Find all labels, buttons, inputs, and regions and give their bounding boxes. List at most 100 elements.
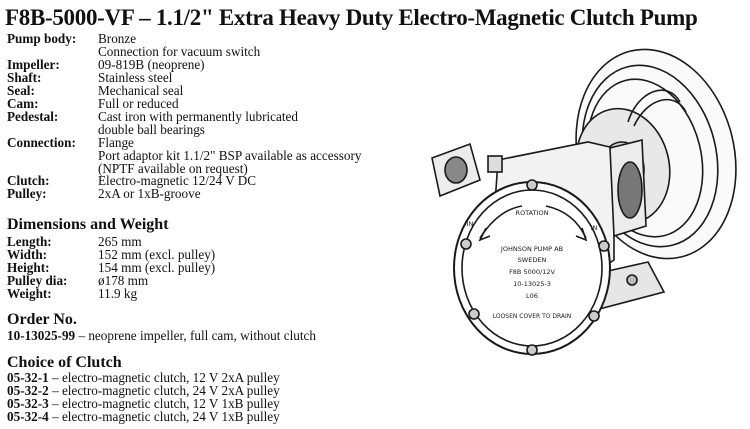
spec-values: Electro-magnetic 12/24 V DC bbox=[98, 173, 427, 189]
clutch-item: 05-32-1 – electro-magnetic clutch, 12 V … bbox=[7, 370, 280, 385]
spec-values: 09-819B (neoprene) bbox=[98, 56, 427, 72]
spec-label: Shaft: bbox=[7, 69, 42, 85]
port-opening-left bbox=[444, 156, 468, 184]
spec-row: Seal: Mechanical seal bbox=[7, 82, 427, 98]
dimension-label: Height: bbox=[7, 259, 50, 275]
clutch-code: 05-32-2 bbox=[7, 382, 49, 398]
clutch-description: – electro-magnetic clutch, 24 V 2xA pull… bbox=[48, 382, 280, 398]
spec-values: Mechanical seal bbox=[98, 82, 427, 98]
clutch-wire-2 bbox=[633, 98, 687, 127]
clutch-heading: Choice of Clutch bbox=[7, 354, 122, 371]
clutch-description: – electro-magnetic clutch, 24 V 1xB pull… bbox=[48, 408, 280, 424]
cover-screw bbox=[468, 308, 480, 320]
spec-row: Impeller: 09-819B (neoprene) bbox=[7, 56, 427, 72]
clutch-description: – electro-magnetic clutch, 12 V 2xA pull… bbox=[48, 370, 280, 385]
dimension-row: Pulley dia: ø178 mm bbox=[7, 272, 215, 288]
dimensions-heading: Dimensions and Weight bbox=[7, 216, 169, 233]
dimensions-list: Length: 265 mm Width: 152 mm (excl. pulley)… bbox=[7, 234, 216, 301]
clutch-description: – electro-magnetic clutch, 12 V 1xB pull… bbox=[48, 395, 280, 411]
plate-in-right: IN bbox=[591, 224, 598, 232]
clutch-code: 05-32-4 bbox=[7, 408, 49, 424]
page-title: F8B-5000-VF – 1.1/2" Extra Heavy Duty El… bbox=[5, 5, 698, 30]
clutch-item: 05-32-4 – electro-magnetic clutch, 24 V … bbox=[7, 408, 280, 424]
spec-value: Electro-magnetic 12/24 V DC bbox=[98, 173, 257, 189]
spec-value: double ball bearings bbox=[98, 121, 205, 137]
clutch-wire bbox=[627, 89, 681, 123]
order-description: – neoprene impeller, full cam, without c… bbox=[75, 328, 316, 343]
cover-screw bbox=[588, 310, 600, 322]
plate-model: F8B 5000/12V bbox=[509, 268, 555, 276]
clutch-list: 05-32-1 – electro-magnetic clutch, 12 V … bbox=[7, 370, 280, 424]
top-bolt bbox=[487, 155, 503, 173]
spec-label: Impeller: bbox=[7, 56, 60, 72]
dimension-row: Weight: 11.9 kg bbox=[7, 285, 215, 301]
spec-label: Clutch: bbox=[7, 173, 50, 189]
spec-label: Pump body: bbox=[7, 31, 77, 46]
clutch-code: 05-32-3 bbox=[7, 395, 49, 411]
plate-rev: L06 bbox=[526, 292, 538, 300]
dimension-row: Width: 152 mm (excl. pulley) bbox=[7, 246, 216, 262]
spec-row: Cam: Full or reduced bbox=[7, 95, 427, 111]
order-line: 10-13025-99 – neoprene impeller, full ca… bbox=[7, 329, 316, 343]
spec-row: Pulley: 2xA or 1xB-groove bbox=[7, 186, 427, 202]
arrow-head bbox=[478, 227, 491, 242]
spec-value: Mechanical seal bbox=[98, 82, 184, 98]
clutch-item: 05-32-2 – electro-magnetic clutch, 24 V … bbox=[7, 382, 280, 398]
plate-maker: JOHNSON PUMP AB bbox=[500, 245, 563, 253]
dimension-label: Pulley dia: bbox=[7, 272, 68, 288]
order-code: 10-13025-99 bbox=[7, 328, 76, 343]
dimension-value: 152 mm (excl. pulley) bbox=[98, 246, 216, 262]
dimension-value: 154 mm (excl. pulley) bbox=[98, 259, 216, 275]
spec-value: 09-819B (neoprene) bbox=[98, 56, 205, 72]
spec-row: Shaft: Stainless steel bbox=[7, 69, 427, 85]
cover-screw bbox=[526, 179, 538, 191]
spec-label: Cam: bbox=[7, 95, 39, 111]
plate-in-left: IN bbox=[467, 220, 474, 228]
dimension-label: Weight: bbox=[7, 285, 52, 301]
spec-value: Full or reduced bbox=[98, 95, 179, 111]
spec-row: Pedestal: Cast iron with permanently lubr… bbox=[7, 108, 427, 137]
dimension-label: Width: bbox=[7, 246, 48, 262]
spec-value: Connection for vacuum switch bbox=[98, 43, 261, 59]
dimension-row: Length: 265 mm bbox=[7, 234, 215, 249]
order-heading: Order No. bbox=[7, 311, 77, 328]
spec-value: Stainless steel bbox=[98, 69, 173, 85]
pump-illustration: ROTATION IN IN JOHNSON PUMP AB SWEDEN F8… bbox=[431, 48, 737, 356]
cover-screw bbox=[526, 344, 538, 356]
spec-value: 2xA or 1xB-groove bbox=[98, 186, 201, 202]
port-opening-right bbox=[617, 161, 643, 219]
dimension-value: 265 mm bbox=[98, 234, 142, 249]
dimension-value: 11.9 kg bbox=[98, 285, 138, 301]
plate-rotation: ROTATION bbox=[516, 209, 549, 217]
cover-screw bbox=[598, 240, 610, 252]
arrow-head bbox=[575, 227, 588, 242]
spec-label: Pedestal: bbox=[7, 108, 59, 124]
foot-bolt bbox=[626, 274, 638, 286]
plate-part: 10-13025-3 bbox=[513, 280, 551, 288]
clutch-item: 05-32-3 – electro-magnetic clutch, 12 V … bbox=[7, 395, 280, 411]
dimension-row: Height: 154 mm (excl. pulley) bbox=[7, 259, 216, 275]
clutch-code: 05-32-1 bbox=[7, 370, 49, 385]
spec-values: Full or reduced bbox=[98, 95, 427, 111]
spec-label: Connection: bbox=[7, 134, 76, 150]
spec-label: Pulley: bbox=[7, 186, 47, 202]
plate-drain: LOOSEN COVER TO DRAIN bbox=[493, 313, 572, 320]
spec-value: Bronze bbox=[98, 31, 137, 46]
spec-values: 2xA or 1xB-groove bbox=[98, 186, 427, 202]
spec-values: Stainless steel bbox=[98, 69, 427, 85]
spec-value: Cast iron with permanently lubricated bbox=[98, 108, 298, 124]
spec-row: Clutch: Electro-magnetic 12/24 V DC bbox=[7, 173, 427, 189]
cover-screw bbox=[460, 238, 472, 250]
dimension-label: Length: bbox=[7, 234, 52, 249]
spec-label: Seal: bbox=[7, 82, 35, 98]
spec-value: Port adaptor kit 1.1/2" BSP available as… bbox=[98, 147, 362, 163]
spec-value: (NPTF available on request) bbox=[98, 160, 248, 176]
dimension-value: ø178 mm bbox=[98, 272, 149, 288]
spec-value: Flange bbox=[98, 134, 134, 150]
